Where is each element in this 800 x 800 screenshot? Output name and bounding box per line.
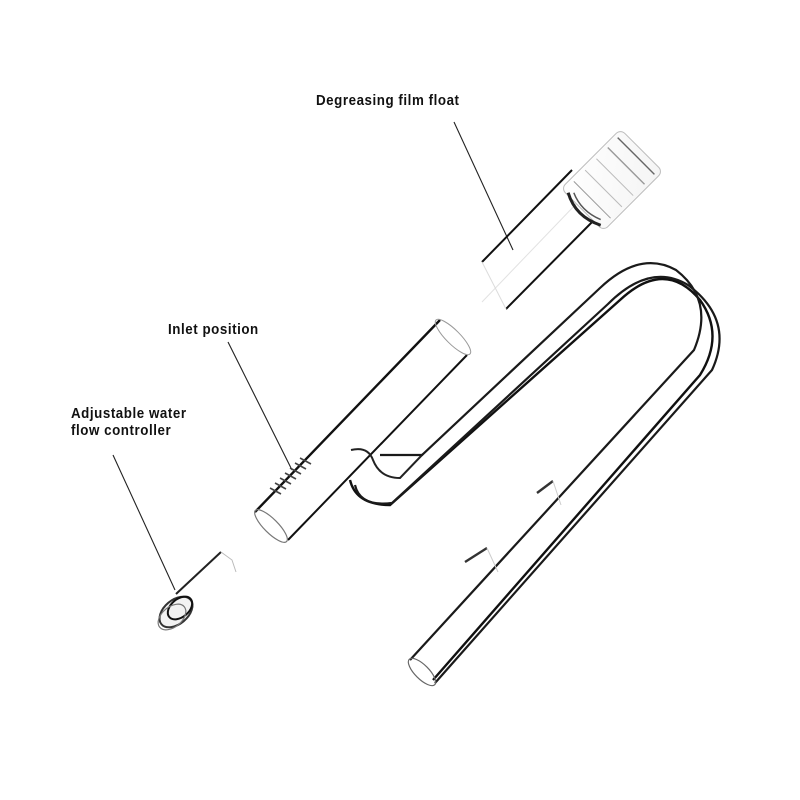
flow-controller-part bbox=[157, 551, 237, 631]
label-inlet-position: Inlet position bbox=[168, 322, 259, 338]
label-flow-controller-line1: Adjustable water bbox=[71, 406, 187, 422]
inlet-pipe-part bbox=[254, 318, 472, 543]
leader-line-inlet bbox=[227, 341, 293, 471]
leader-lines bbox=[112, 121, 514, 591]
leader-line-float bbox=[453, 121, 514, 251]
leader-line-flow bbox=[112, 454, 176, 591]
label-degreasing-film-float: Degreasing film float bbox=[316, 93, 460, 109]
label-flow-controller: Adjustable water flow controller bbox=[71, 406, 187, 440]
u-pipe-walls bbox=[353, 262, 721, 687]
degreasing-film-float-part bbox=[481, 131, 661, 310]
label-flow-controller-line2: flow controller bbox=[71, 423, 172, 439]
u-outlet-pipe-part bbox=[348, 277, 714, 681]
